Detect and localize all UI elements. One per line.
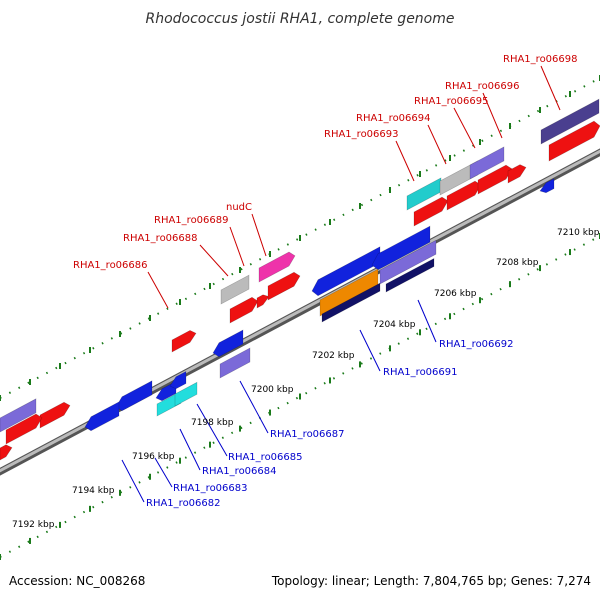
ruler-label: 7196 kbp	[132, 452, 175, 462]
leader-line	[147, 271, 169, 309]
gene-feature[interactable]	[321, 282, 381, 323]
gene-feature[interactable]	[439, 160, 479, 196]
map-title: Rhodococcus jostii RHA1, complete genome	[145, 11, 454, 27]
gene-feature[interactable]	[39, 401, 71, 429]
gene-label-ro06692[interactable]: RHA1_ro06692	[439, 339, 514, 350]
gene-feature[interactable]	[171, 330, 197, 353]
ruler-label: 7200 kbp	[251, 385, 294, 395]
genome-stats: Topology: linear; Length: 7,804,765 bp; …	[271, 574, 591, 588]
gene-feature[interactable]	[0, 444, 13, 461]
gene-label-ro06694[interactable]: RHA1_ro06694	[356, 113, 431, 124]
gene-label-ro06683[interactable]: RHA1_ro06683	[173, 483, 248, 494]
reverse-gene-labels: RHA1_ro06682 RHA1_ro06683 RHA1_ro06684 R…	[146, 339, 514, 509]
leader-line	[540, 65, 561, 111]
gene-label-nudc[interactable]: nudC	[226, 202, 252, 213]
ruler-label: 7192 kbp	[12, 520, 55, 530]
leader-line	[121, 459, 145, 503]
gene-feature[interactable]	[219, 347, 251, 379]
gene-label-ro06693[interactable]: RHA1_ro06693	[324, 129, 399, 140]
gene-feature[interactable]	[212, 329, 244, 358]
gene-label-ro06682[interactable]: RHA1_ro06682	[146, 498, 221, 509]
leader-line	[154, 457, 173, 488]
gene-feature[interactable]	[5, 413, 43, 445]
gene-feature[interactable]	[115, 380, 153, 412]
gene-label-ro06689[interactable]: RHA1_ro06689	[154, 215, 229, 226]
gene-label-ro06684[interactable]: RHA1_ro06684	[202, 466, 277, 477]
leader-line	[229, 226, 245, 267]
gene-feature[interactable]	[385, 258, 435, 293]
gene-feature[interactable]	[84, 401, 120, 432]
leader-line	[196, 403, 228, 457]
ruler-label: 7194 kbp	[72, 486, 115, 496]
leader-line	[427, 124, 447, 165]
gene-feature[interactable]	[379, 239, 437, 285]
gene-feature[interactable]	[258, 251, 296, 283]
gene-label-ro06691[interactable]: RHA1_ro06691	[383, 367, 458, 378]
forward-gene-labels: RHA1_ro06686 RHA1_ro06688 RHA1_ro06689 n…	[73, 54, 578, 271]
gene-feature[interactable]	[256, 294, 270, 309]
ruler-label: 7204 kbp	[373, 320, 416, 330]
grid-line	[0, 235, 600, 558]
leader-line	[453, 107, 476, 149]
gene-features	[0, 98, 600, 461]
leader-line	[179, 428, 201, 471]
gene-feature[interactable]	[229, 296, 259, 324]
gene-feature[interactable]	[413, 196, 449, 227]
ruler-label: 7210 kbp	[557, 228, 600, 238]
ruler-labels: 7192 kbp 7194 kbp 7196 kbp 7198 kbp 7200…	[12, 228, 600, 530]
gene-feature[interactable]	[267, 271, 301, 301]
gene-label-ro06688[interactable]: RHA1_ro06688	[123, 233, 198, 244]
ruler-label: 7208 kbp	[496, 258, 539, 268]
ruler-label: 7206 kbp	[434, 289, 477, 299]
gene-feature[interactable]	[371, 225, 431, 271]
gene-label-ro06696[interactable]: RHA1_ro06696	[445, 81, 520, 92]
grid-lines	[0, 75, 600, 560]
gene-label-ro06687[interactable]: RHA1_ro06687	[270, 429, 345, 440]
gene-feature[interactable]	[169, 371, 187, 390]
gene-label-ro06686[interactable]: RHA1_ro06686	[73, 260, 148, 271]
gene-feature[interactable]	[220, 274, 250, 305]
leader-line	[239, 380, 269, 434]
accession-label: Accession: NC_008268	[9, 574, 145, 588]
label-leaders	[121, 65, 561, 503]
gene-feature[interactable]	[469, 146, 505, 180]
gene-label-ro06685[interactable]: RHA1_ro06685	[228, 452, 303, 463]
leader-line	[395, 140, 415, 182]
gene-feature[interactable]	[0, 398, 37, 433]
gene-feature[interactable]	[311, 246, 381, 297]
gene-feature[interactable]	[540, 98, 600, 145]
gene-feature[interactable]	[539, 178, 555, 194]
leader-line	[199, 244, 229, 277]
leader-line	[251, 213, 267, 257]
gene-feature[interactable]	[174, 381, 198, 407]
ruler-label: 7198 kbp	[191, 418, 234, 428]
gene-feature[interactable]	[548, 120, 600, 162]
gene-label-ro06698[interactable]: RHA1_ro06698	[503, 54, 578, 65]
gene-label-ro06695[interactable]: RHA1_ro06695	[414, 96, 489, 107]
gene-feature[interactable]	[507, 164, 527, 184]
ruler-label: 7202 kbp	[312, 351, 355, 361]
leader-line	[482, 92, 503, 139]
leader-line	[359, 329, 381, 372]
leader-line	[417, 299, 437, 343]
